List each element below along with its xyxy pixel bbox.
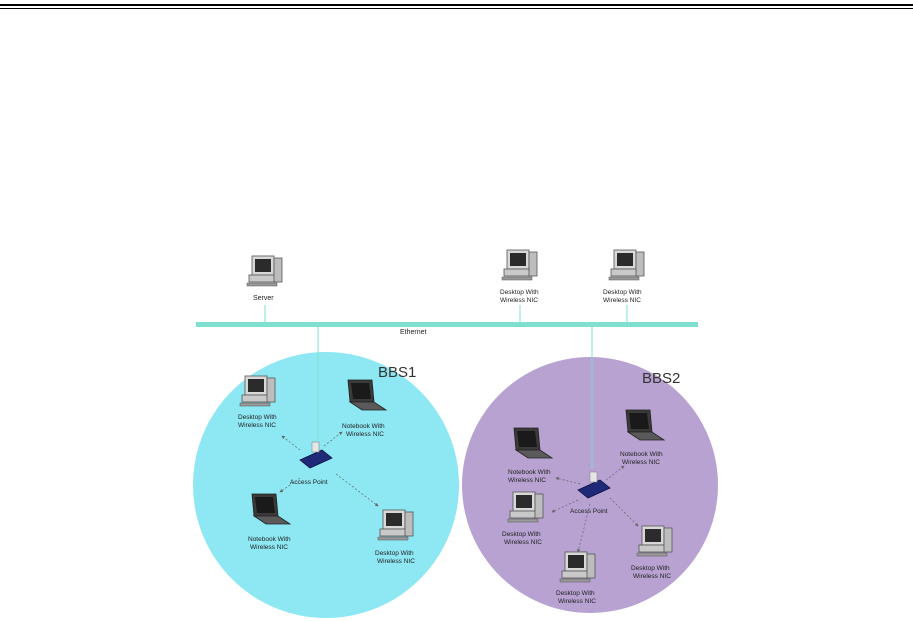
bbs1-desktop-top-label-line2: Wireless NIC xyxy=(238,422,276,429)
bbs2-link-notebook-left xyxy=(555,476,581,485)
ethernet-bus xyxy=(196,322,698,327)
bbs1-area xyxy=(193,352,459,618)
ethernet-label: Ethernet xyxy=(400,329,427,336)
top-desktop-2-icon xyxy=(608,249,645,281)
server-label: Server xyxy=(253,295,274,302)
bbs2-link-desktop-right xyxy=(609,497,639,527)
bbs2-desktop-left-icon xyxy=(507,491,544,523)
bbs1-desktop-bottom-label-line2: Wireless NIC xyxy=(377,558,415,565)
bbs1-link-desktop-bottom xyxy=(335,473,379,507)
bbs1-notebook-bottom-label-line2: Wireless NIC xyxy=(250,544,288,551)
bbs1-desktop-top-label-line1: Desktop With xyxy=(238,414,277,421)
top-desktop-1-icon xyxy=(501,249,538,281)
top-desktop-2-label-line2: Wireless NIC xyxy=(603,297,641,304)
bbs2-desktop-bottom-icon xyxy=(559,551,596,583)
bbs2-notebook-right-label-line1: Notebook With xyxy=(620,451,663,458)
bbs2-link-desktop-left xyxy=(551,499,579,513)
server-icon xyxy=(246,255,283,287)
bbs2-desktop-right-label-line2: Wireless NIC xyxy=(633,573,671,580)
bbs1-desktop-top-icon xyxy=(239,375,276,407)
bbs1-notebook-top-label-line2: Wireless NIC xyxy=(346,431,384,438)
bbs2-title: BBS2 xyxy=(642,370,680,387)
top-desktop-1-label-line1: Desktop With xyxy=(500,289,539,296)
bbs1-title: BBS1 xyxy=(378,364,416,381)
bbs2-access-point-label: Access Point xyxy=(570,508,608,515)
top-desktop-2-label-line1: Desktop With xyxy=(603,289,642,296)
bbs1-desktop-bottom-icon xyxy=(377,509,414,541)
bbs2-link-desktop-bottom xyxy=(576,503,591,553)
bbs1-link-notebook-bottom xyxy=(279,477,301,493)
bbs1-desktop-bottom-label-line1: Desktop With xyxy=(375,550,414,557)
bbs2-notebook-right-label-line2: Wireless NIC xyxy=(622,459,660,466)
bbs2-desktop-right-label-line1: Desktop With xyxy=(631,565,670,572)
bbs2-notebook-left-label-line2: Wireless NIC xyxy=(508,477,546,484)
bbs1-notebook-bottom-label-line1: Notebook With xyxy=(248,536,291,543)
top-desktop-1-label-line2: Wireless NIC xyxy=(500,297,538,304)
bbs2-desktop-right-icon xyxy=(636,525,673,557)
bbs1-notebook-top-label-line1: Notebook With xyxy=(342,423,385,430)
bbs2-desktop-left-label-line2: Wireless NIC xyxy=(504,539,542,546)
bbs1-access-point-label: Access Point xyxy=(290,479,328,486)
bbs2-desktop-left-label-line1: Desktop With xyxy=(502,531,541,538)
header-rule-thin xyxy=(0,8,913,9)
bbs2-desktop-bottom-label-line2: Wireless NIC xyxy=(558,598,596,605)
bbs2-desktop-bottom-label-line1: Desktop With xyxy=(556,590,595,597)
header-rule-thick xyxy=(0,4,913,6)
bbs2-notebook-left-label-line1: Notebook With xyxy=(508,469,551,476)
